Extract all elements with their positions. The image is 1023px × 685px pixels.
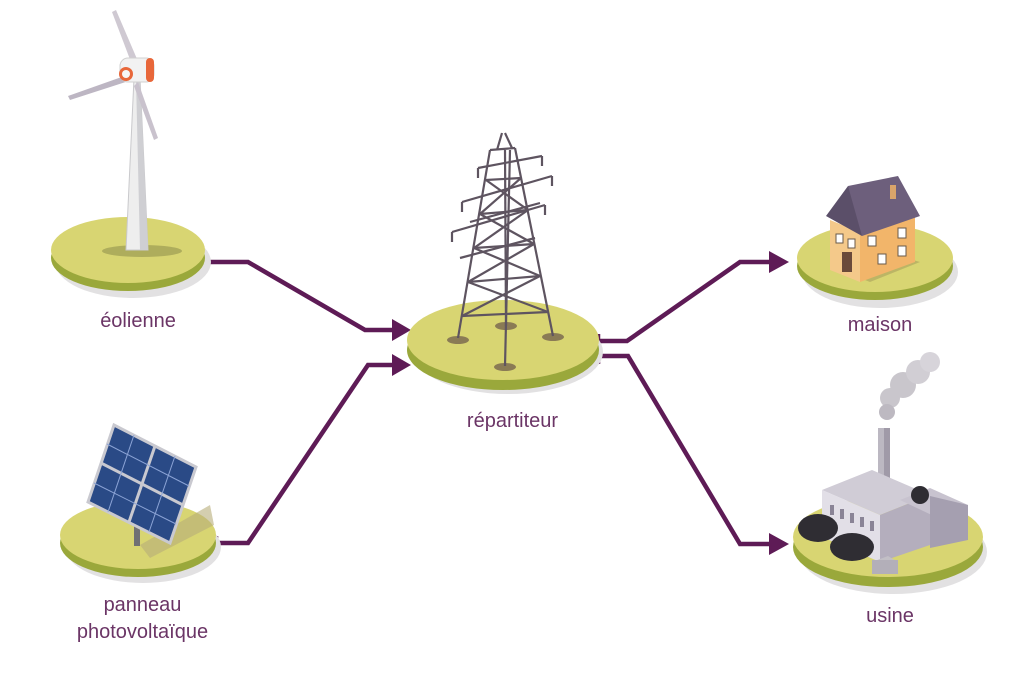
arrowhead-icon bbox=[769, 533, 789, 555]
node-wind-turbine bbox=[51, 10, 211, 298]
node-solar-panel bbox=[60, 422, 221, 583]
arrowhead-icon bbox=[769, 251, 789, 273]
connector-wind-to-distributor bbox=[202, 255, 411, 341]
connector-distributor-to-house bbox=[595, 251, 789, 349]
node-distributor bbox=[407, 132, 603, 394]
house-icon bbox=[826, 176, 920, 282]
wind-turbine-icon bbox=[68, 10, 182, 257]
connector-distributor-to-factory bbox=[595, 349, 789, 555]
connector-line bbox=[205, 259, 395, 333]
label-solar-panel: panneau photovoltaïque bbox=[76, 594, 209, 643]
solar-panel-icon bbox=[86, 422, 214, 558]
power-pylon-icon bbox=[447, 132, 564, 371]
connector-line bbox=[598, 353, 772, 547]
connector-solar-to-distributor bbox=[213, 354, 411, 551]
node-factory bbox=[793, 352, 987, 594]
connector-line bbox=[598, 259, 772, 344]
factory-icon bbox=[798, 352, 968, 574]
arrowhead-icon bbox=[392, 354, 411, 376]
connectors bbox=[202, 251, 789, 555]
connector-line bbox=[216, 362, 395, 546]
arrowhead-icon bbox=[392, 319, 411, 341]
label-wind-turbine: éolienne bbox=[100, 310, 176, 332]
platform bbox=[407, 300, 603, 394]
node-house bbox=[797, 176, 958, 308]
label-distributor: répartiteur bbox=[466, 410, 559, 432]
label-house: maison bbox=[847, 314, 913, 336]
label-factory: usine bbox=[866, 605, 914, 627]
